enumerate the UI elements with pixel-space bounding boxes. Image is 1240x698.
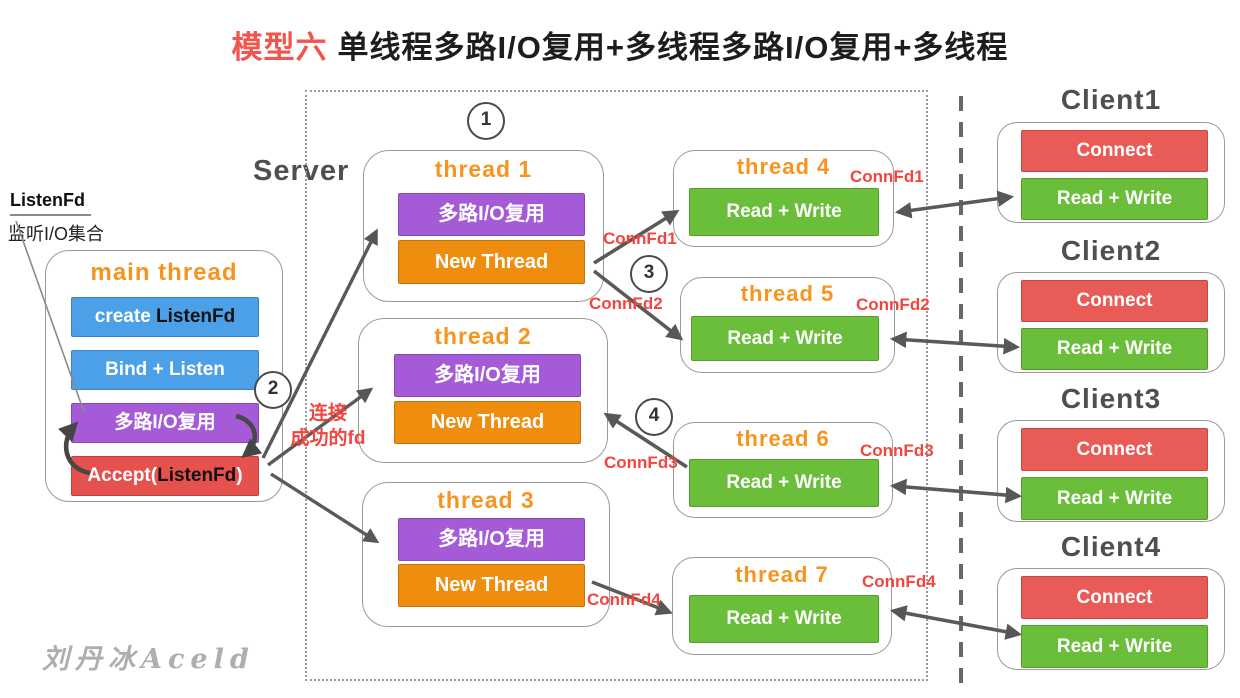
step-bind-listen: Bind + Listen (71, 350, 259, 390)
listenfd-label: ListenFd (10, 190, 91, 216)
step1-circle: 1 (467, 102, 505, 140)
thread2-title: thread 2 (434, 323, 532, 349)
connfd2-right-label: ConnFd2 (856, 295, 930, 314)
step-io-multiplex: 多路I/O复用 (71, 403, 259, 443)
thread2-box: thread 2 多路I/O复用 New Thread (358, 318, 608, 463)
server-label: Server (253, 155, 350, 187)
client4-box: Connect Read + Write (997, 568, 1225, 670)
client1-rw-bar: Read + Write (1021, 178, 1208, 220)
connfd1-right-label: ConnFd1 (850, 167, 924, 186)
step-text: ) (236, 465, 243, 486)
connfd2-arrow-label: ConnFd2 (589, 294, 663, 313)
connfd1-arrow-label: ConnFd1 (603, 229, 677, 248)
client3-rw-bar: Read + Write (1021, 477, 1208, 520)
thread4-box: thread 4 Read + Write (673, 150, 894, 247)
connfd4-arrow-label: ConnFd4 (587, 590, 661, 609)
client2-rw-bar: Read + Write (1021, 328, 1208, 370)
thread3-box: thread 3 多路I/O复用 New Thread (362, 482, 610, 627)
thread7-rw-bar: Read + Write (689, 595, 879, 643)
thread3-newthread-bar: New Thread (398, 564, 585, 607)
thread4-title: thread 4 (736, 154, 831, 179)
main-thread-title: main thread (90, 259, 238, 286)
client2-title: Client2 (1060, 235, 1162, 266)
step-text-em: ListenFd (157, 465, 237, 486)
thread6-box: thread 6 Read + Write (673, 422, 893, 518)
thread7-box: thread 7 Read + Write (672, 557, 892, 655)
client4-connect-bar: Connect (1021, 576, 1208, 619)
client4-rw-bar: Read + Write (1021, 625, 1208, 668)
step-text: 多路I/O复用 (114, 412, 216, 433)
thread1-box: thread 1 多路I/O复用 New Thread (363, 150, 604, 302)
client2-connect-bar: Connect (1021, 280, 1208, 322)
step-text-em: ListenFd (156, 306, 236, 327)
model-badge: 模型六 (231, 30, 328, 65)
step2-circle: 2 (254, 371, 292, 409)
success-fd-note: 连接 成功的fd (282, 402, 374, 451)
client4-title: Client4 (1060, 531, 1162, 562)
thread7-title: thread 7 (735, 562, 829, 587)
client1-box: Connect Read + Write (997, 122, 1225, 223)
watermark: 刘丹冰Aceld (42, 644, 255, 675)
client2-box: Connect Read + Write (997, 272, 1225, 373)
thread1-newthread-bar: New Thread (398, 240, 585, 284)
client3-title: Client3 (1060, 383, 1162, 414)
success-fd-line1: 连接 (308, 403, 347, 424)
step-accept: Accept(ListenFd) (71, 456, 259, 496)
thread6-title: thread 6 (736, 426, 830, 451)
thread4-rw-bar: Read + Write (689, 188, 879, 236)
thread1-mux-bar: 多路I/O复用 (398, 193, 585, 236)
thread2-mux-bar: 多路I/O复用 (394, 354, 581, 397)
thread3-title: thread 3 (437, 487, 535, 513)
listenfd-sublabel: 监听I/O集合 (8, 224, 105, 244)
connfd3-right-label: ConnFd3 (860, 441, 934, 460)
client3-box: Connect Read + Write (997, 420, 1225, 522)
thread5-box: thread 5 Read + Write (680, 277, 895, 373)
client3-connect-bar: Connect (1021, 428, 1208, 471)
step-text: Bind + Listen (105, 359, 225, 380)
step-text: create (94, 306, 157, 327)
client1-connect-bar: Connect (1021, 130, 1208, 172)
thread2-newthread-bar: New Thread (394, 401, 581, 444)
title-text: 单线程多路I/O复用+多线程多路I/O复用+多线程 (337, 30, 1009, 65)
page-title: 模型六单线程多路I/O复用+多线程多路I/O复用+多线程 (0, 22, 1240, 67)
client1-title: Client1 (1060, 84, 1162, 115)
main-thread-box: main thread create ListenFd Bind + Liste… (45, 250, 283, 502)
step-text: Accept( (87, 465, 158, 486)
step-create-listenfd: create ListenFd (71, 297, 259, 337)
success-fd-line2: 成功的fd (290, 427, 366, 449)
step3-circle: 3 (630, 255, 668, 293)
connfd3-arrow-label: ConnFd3 (604, 453, 678, 472)
step4-circle: 4 (635, 398, 673, 436)
thread6-rw-bar: Read + Write (689, 459, 879, 507)
thread5-title: thread 5 (740, 281, 835, 306)
connfd4-right-label: ConnFd4 (862, 572, 936, 591)
thread5-rw-bar: Read + Write (691, 316, 879, 361)
thread1-title: thread 1 (434, 156, 533, 182)
thread3-mux-bar: 多路I/O复用 (398, 518, 585, 561)
